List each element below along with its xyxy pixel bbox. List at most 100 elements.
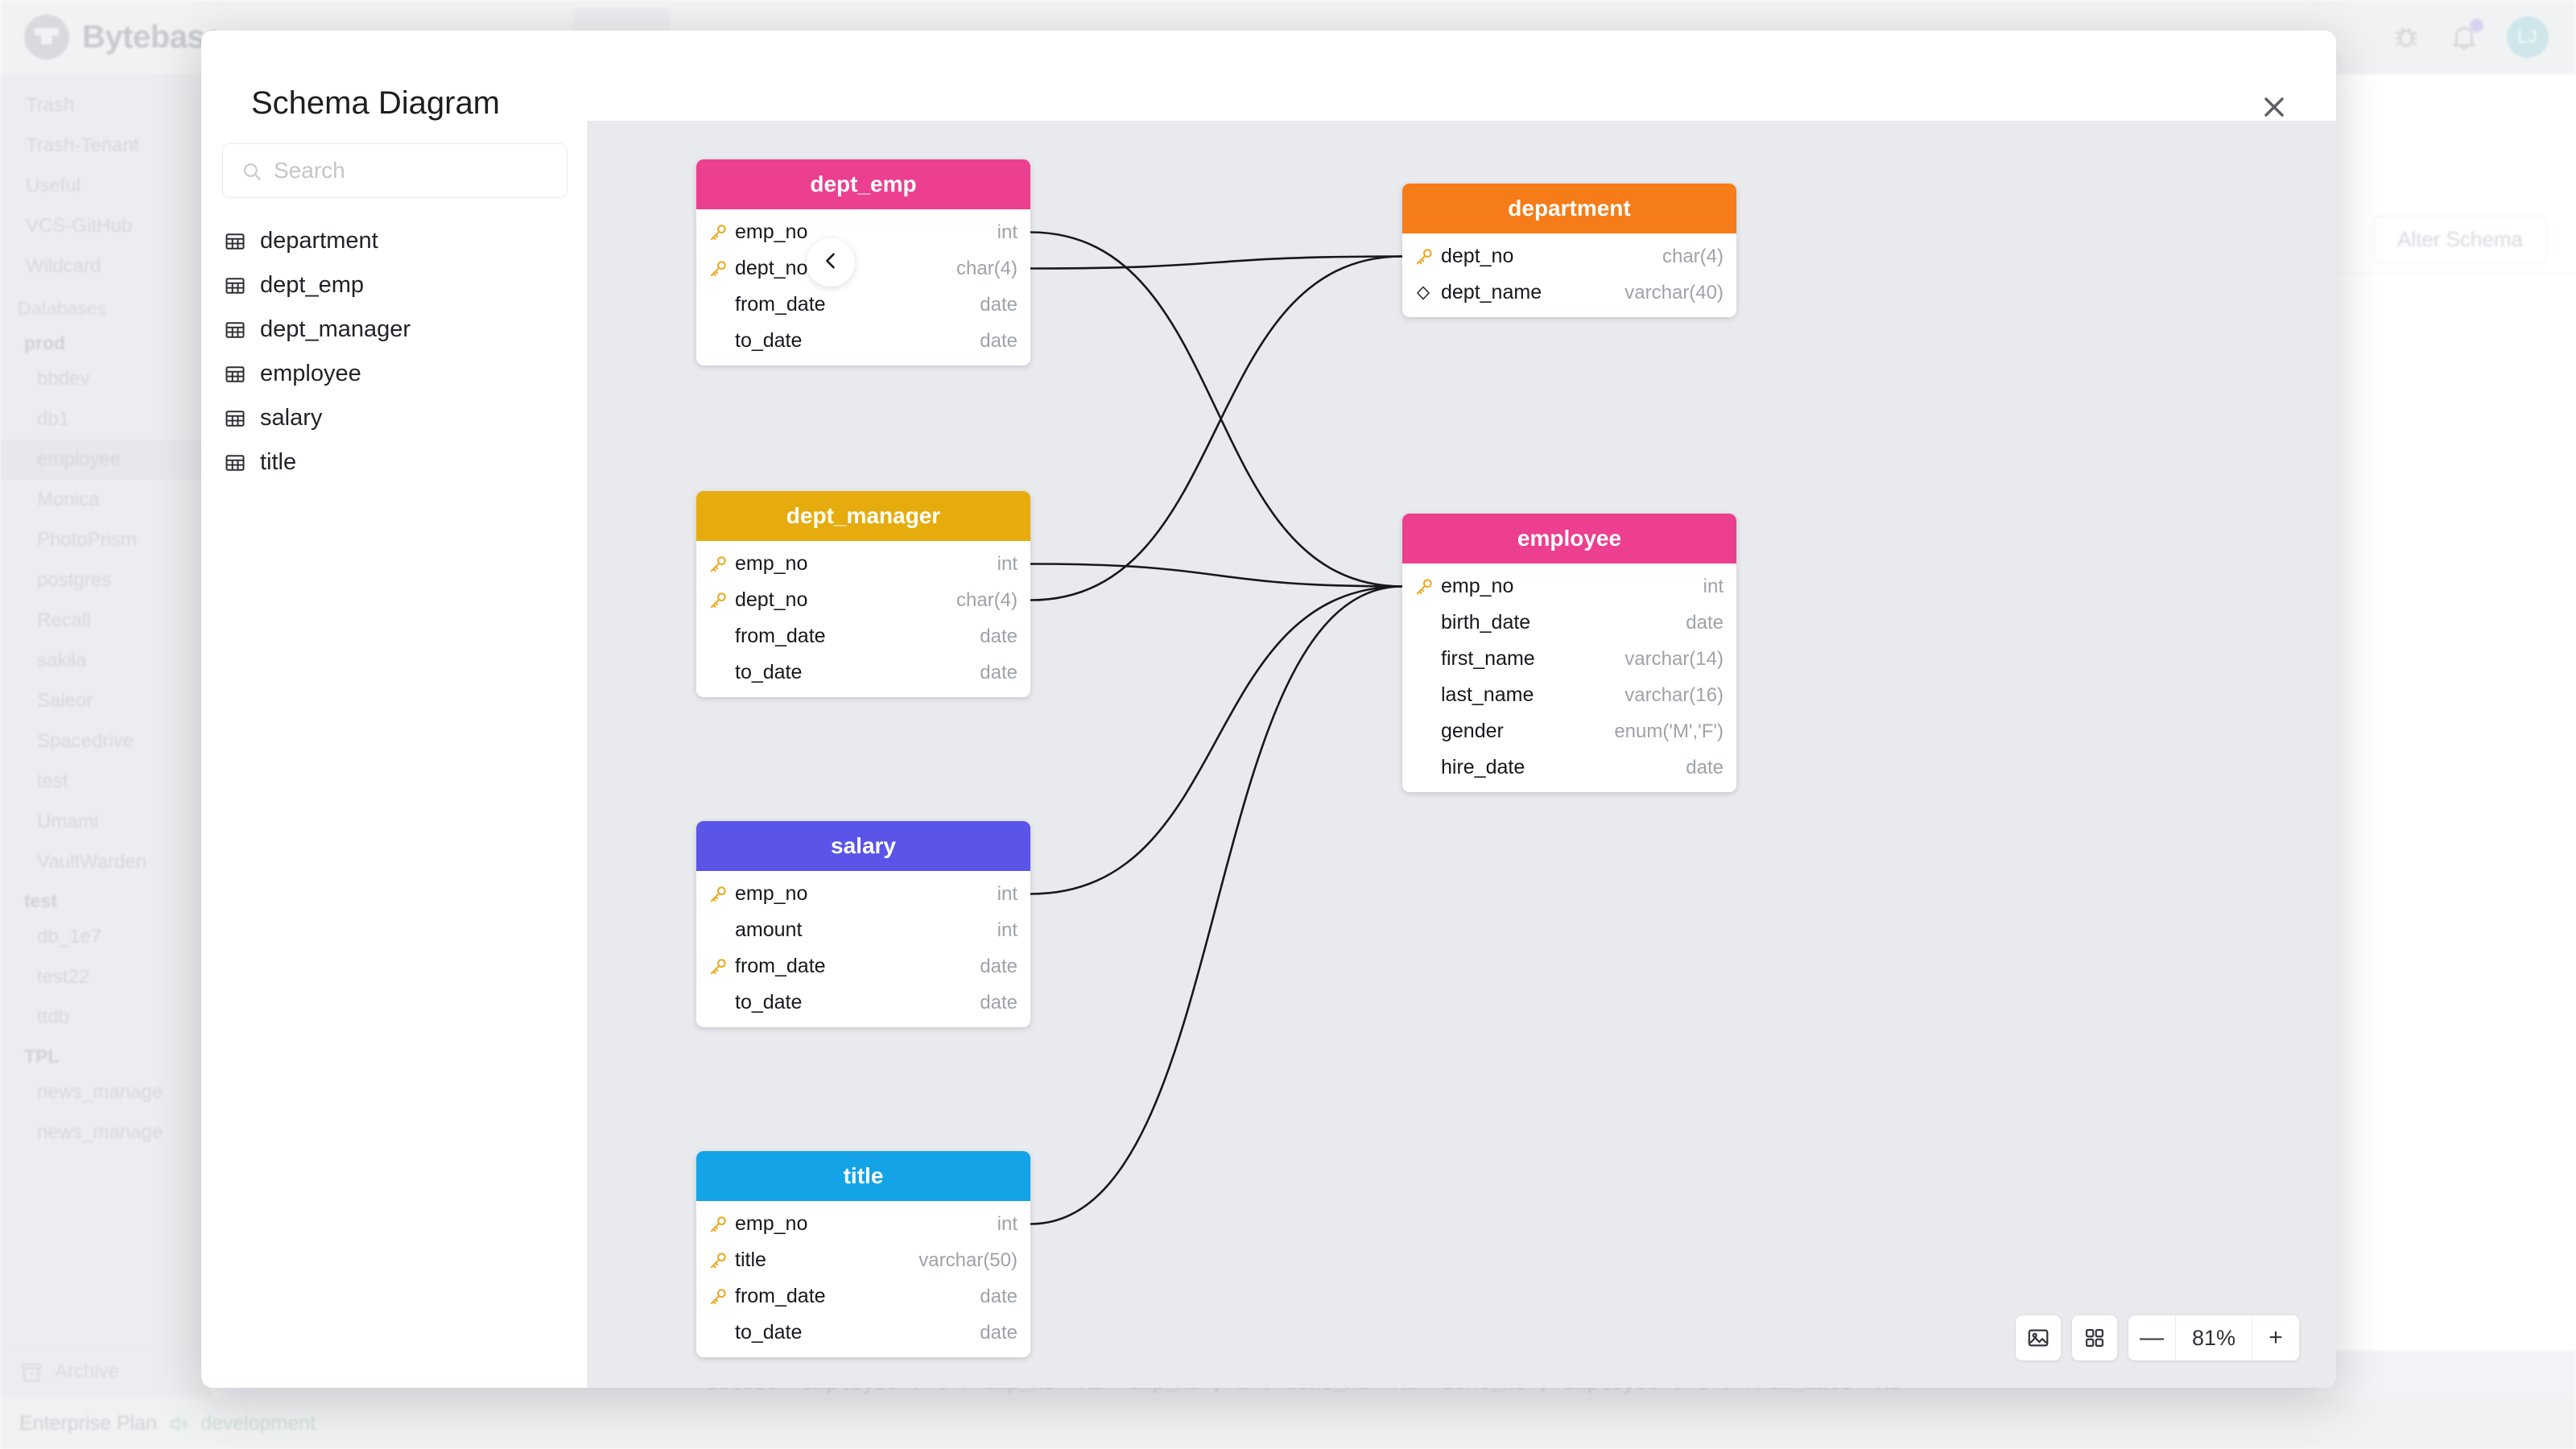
environment-label: development (200, 1411, 316, 1435)
list-item-label: dept_manager (260, 316, 411, 342)
sidebar-instance-prod[interactable]: prod (24, 332, 66, 353)
zoom-in-button[interactable]: + (2268, 1324, 2283, 1351)
sidebar-project-vcs-github[interactable]: VCS-GitHub (26, 215, 133, 237)
table-node-title: department (1402, 184, 1736, 233)
column-name: title (735, 1249, 766, 1271)
table-icon (224, 452, 246, 474)
brand-logo[interactable]: Bytebase (0, 14, 222, 60)
sidebar-database-Recall[interactable]: Recall (37, 609, 91, 631)
sidebar-database-test22[interactable]: test22 (37, 966, 90, 988)
list-item[interactable]: employee (203, 352, 587, 396)
relationship-edge (1030, 585, 1403, 895)
sidebar-database-Saleor[interactable]: Saleor (37, 690, 93, 712)
list-item[interactable]: salary (203, 396, 587, 440)
list-item[interactable]: dept_emp (203, 263, 587, 308)
key-icon (708, 956, 730, 977)
sidebar-instance-test[interactable]: test (24, 890, 57, 911)
list-item[interactable]: dept_manager (203, 308, 587, 352)
sidebar-database-Monica[interactable]: Monica (37, 489, 100, 510)
column-name: emp_no (1441, 575, 1514, 597)
sidebar-database-news_manage[interactable]: news_manage (37, 1081, 163, 1103)
sidebar-instance-TPL[interactable]: TPL (24, 1046, 60, 1067)
list-item[interactable]: department (203, 219, 587, 263)
sidebar-database-db_1e7[interactable]: db_1e7 (37, 926, 102, 947)
zoom-level-label[interactable]: 81% (2175, 1315, 2252, 1360)
sidebar-database-bbdev[interactable]: bbdev (37, 368, 90, 390)
bell-icon[interactable] (2449, 19, 2483, 52)
key-icon (1414, 576, 1436, 597)
column-name: to_date (735, 991, 803, 1013)
sidebar-database-Spacedrive[interactable]: Spacedrive (37, 730, 134, 752)
avatar[interactable]: LJ (2507, 16, 2549, 58)
collapse-panel-button[interactable] (807, 238, 855, 287)
sidebar-database-db1[interactable]: db1 (37, 408, 70, 430)
sidebar-database-news_manage[interactable]: news_manage (37, 1121, 163, 1143)
search-input[interactable] (274, 158, 549, 184)
column-type: date (1686, 611, 1724, 634)
search-box[interactable] (222, 143, 568, 198)
zoom-out-button[interactable]: — (2140, 1324, 2164, 1351)
key-icon (708, 1214, 730, 1235)
image-icon[interactable] (2016, 1315, 2061, 1360)
list-item[interactable]: title (203, 440, 587, 485)
alter-schema-button[interactable]: Alter Schema (2373, 216, 2547, 262)
bug-icon[interactable] (2391, 22, 2421, 52)
sidebar-database-employee[interactable]: employee (0, 440, 211, 480)
close-icon[interactable] (2249, 82, 2299, 132)
sidebar-project-trash-tenant[interactable]: Trash-Tenant (26, 134, 139, 156)
chevron-left-icon (819, 250, 842, 276)
sidebar-database-test[interactable]: test (37, 770, 68, 792)
sidebar-project-wildcard[interactable]: Wildcard (26, 255, 101, 277)
key-icon (708, 590, 730, 611)
list-item-label: salary (260, 405, 323, 431)
sidebar-project-trash[interactable]: Trash (26, 94, 75, 116)
key-icon (708, 1286, 730, 1307)
sidebar-database-Umami[interactable]: Umami (37, 811, 98, 832)
sidebar-database-VaultWarden[interactable]: VaultWarden (37, 851, 147, 873)
sidebar-database-PhotoPrism[interactable]: PhotoPrism (37, 529, 138, 551)
column-name: dept_no (735, 257, 808, 279)
sidebar-database-sakila[interactable]: sakila (37, 650, 87, 671)
sidebar-database-ttdb[interactable]: ttdb (37, 1006, 70, 1028)
grid-icon[interactable] (2072, 1315, 2117, 1360)
sidebar-footer[interactable]: Archive (0, 1344, 211, 1397)
relationship-edge (1030, 231, 1403, 588)
column-type: enum('M','F') (1614, 720, 1724, 742)
sidebar-project-useful[interactable]: Useful (26, 175, 81, 196)
sidebar-database-postgres[interactable]: postgres (37, 569, 112, 591)
